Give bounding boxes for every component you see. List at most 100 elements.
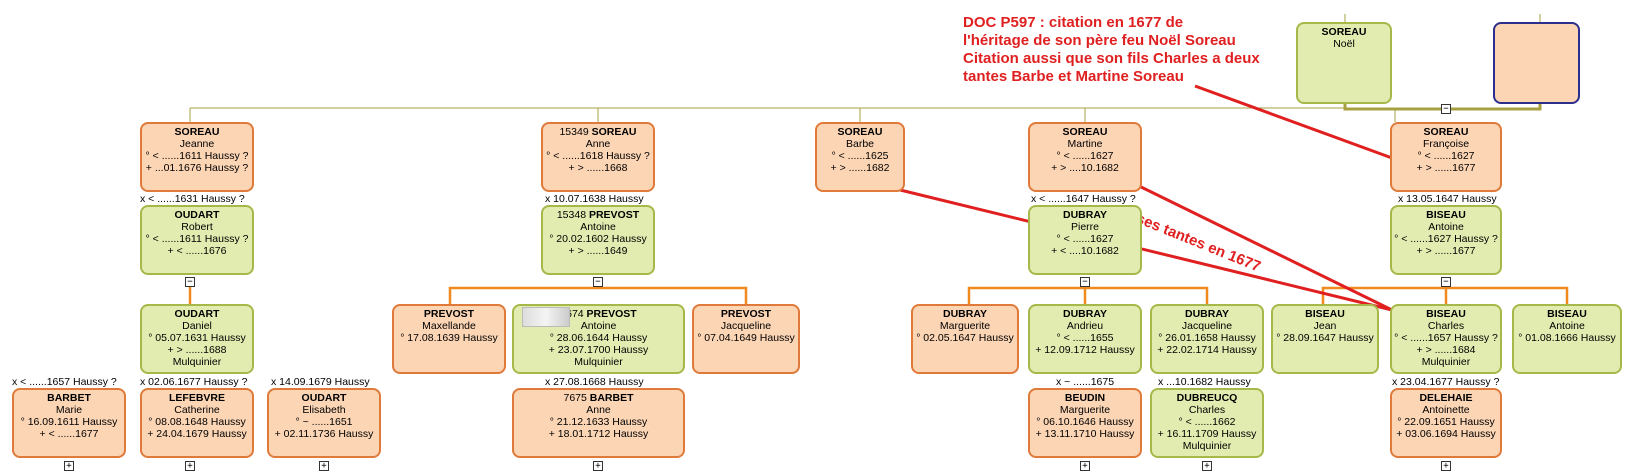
collapse-toggle[interactable]: −: [1441, 104, 1451, 114]
death-info: + > ......1682: [830, 162, 890, 174]
child-connector-lines: [188, 281, 1569, 304]
expand-toggle[interactable]: +: [185, 461, 195, 471]
collapse-toggle[interactable]: −: [1080, 277, 1090, 287]
birth-info: ° < ......1655: [1056, 332, 1114, 344]
death-info: + > ......1649: [568, 245, 628, 257]
given-name: Antoine: [1428, 221, 1464, 233]
collapse-toggle[interactable]: −: [1441, 277, 1451, 287]
surname: DUBRAY: [1063, 308, 1107, 320]
expand-toggle[interactable]: +: [1202, 461, 1212, 471]
surname: PREVOST: [588, 209, 640, 221]
marriage-label: x < ......1647 Haussy ?: [1031, 193, 1136, 205]
surname: SOREAU: [1321, 26, 1367, 38]
death-info: + < ......1676: [167, 245, 227, 257]
given-name: Jacqueline: [720, 320, 772, 332]
person-header: BEUDIN: [1030, 392, 1140, 404]
given-name: Françoise: [1422, 138, 1470, 150]
expand-toggle[interactable]: +: [1080, 461, 1090, 471]
annotation-line: DOC P597 : citation en 1677 de: [963, 14, 1184, 31]
death-info: + 03.06.1694 Haussy: [1396, 428, 1496, 440]
expand-toggle[interactable]: +: [319, 461, 329, 471]
person-header: 15348 PREVOST: [543, 209, 653, 221]
birth-info: ° < ......1657 Haussy ?: [1394, 332, 1498, 344]
surname: SOREAU: [1062, 126, 1108, 138]
marriage-label: x 23.04.1677 Haussy ?: [1392, 376, 1500, 388]
given-name: Charles: [1427, 320, 1465, 332]
birth-info: ° 16.09.1611 Haussy: [20, 416, 118, 428]
occupation: Mulquinier: [1182, 440, 1232, 452]
person-header: OUDART: [142, 209, 252, 221]
surname: SOREAU: [591, 126, 637, 138]
person-header: LEFEBVRE: [142, 392, 252, 404]
given-name: Marguerite: [1059, 404, 1111, 416]
death-info: + 02.11.1736 Haussy: [274, 428, 374, 440]
person-header: DUBRAY: [913, 308, 1017, 320]
given-name: Maxellande: [422, 320, 476, 332]
surname: DUBRAY: [943, 308, 987, 320]
death-info: + 18.01.1712 Haussy: [548, 428, 649, 440]
expand-toggle[interactable]: +: [593, 461, 603, 471]
given-name: Pierre: [1070, 221, 1099, 233]
expand-toggle[interactable]: +: [64, 461, 74, 471]
surname: BEUDIN: [1064, 392, 1106, 404]
birth-info: ° < ......1611 Haussy ?: [145, 150, 249, 162]
unknown-spouse-box[interactable]: [1493, 22, 1580, 104]
birth-info: ° < ......1611 Haussy ?: [145, 233, 249, 245]
annotation-arrows: [891, 84, 1393, 312]
expand-toggle[interactable]: +: [1441, 461, 1451, 471]
surname: OUDART: [301, 392, 347, 404]
surname: PREVOST: [720, 308, 772, 320]
given-name: Antoine: [580, 221, 616, 233]
person-header: 15349 SOREAU: [543, 126, 653, 138]
marriage-label: x 13.05.1647 Haussy: [1398, 193, 1497, 205]
birth-info: ° < ......1625: [831, 150, 889, 162]
person-header: DUBRAY: [1030, 308, 1140, 320]
birth-info: ° 07.04.1649 Haussy: [697, 332, 795, 344]
birth-info: ° < ......1627: [1417, 150, 1475, 162]
collapse-toggle[interactable]: −: [185, 277, 195, 287]
photo-thumbnail: [522, 307, 570, 327]
marriage-label: x 14.09.1679 Haussy: [271, 376, 370, 388]
given-name: Charles: [1188, 404, 1226, 416]
death-info: + > ......1677: [1416, 245, 1476, 257]
person-header: DUBRAY: [1152, 308, 1262, 320]
death-info: + 24.04.1679 Haussy: [147, 428, 247, 440]
given-name: Jacqueline: [1181, 320, 1233, 332]
given-name: Antoine: [580, 320, 617, 332]
person-header: OUDART: [142, 308, 252, 320]
surname: PREVOST: [423, 308, 475, 320]
given-name: Daniel: [182, 320, 212, 332]
death-info: + 23.07.1700 Haussy: [548, 344, 649, 356]
given-name: Anne: [586, 404, 611, 416]
person-header: OUDART: [269, 392, 379, 404]
surname: OUDART: [174, 308, 220, 320]
collapse-toggle[interactable]: −: [593, 277, 603, 287]
sosa-number: 15348: [556, 209, 587, 221]
